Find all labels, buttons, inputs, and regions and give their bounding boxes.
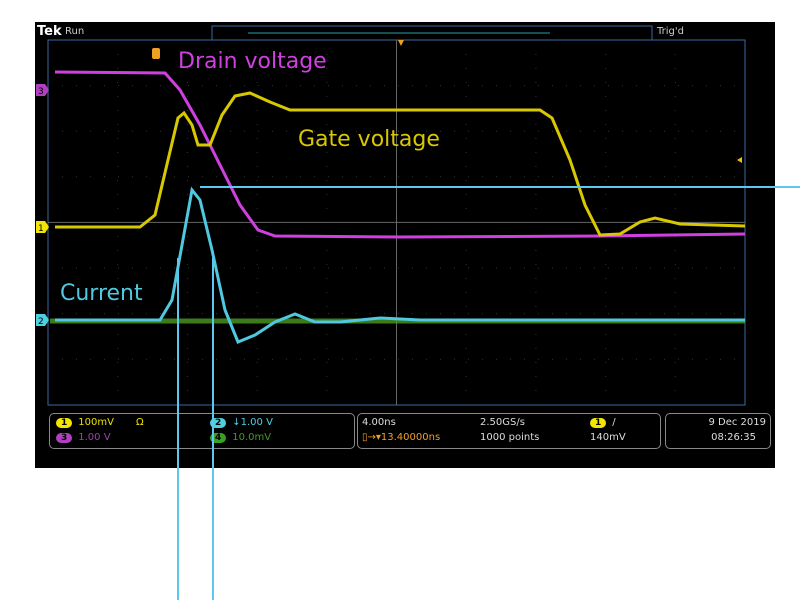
oscilloscope-screen: Tek Run Trig'd 1 100mV Ω 3 1.00 V 2 ↓1.00 V … bbox=[35, 22, 775, 468]
sample-rate: 2.50GS/s bbox=[480, 417, 525, 428]
trigger-position-marker[interactable] bbox=[398, 40, 404, 46]
trigger-delay: 13.40000ns bbox=[380, 432, 441, 443]
datetime-panel: 9 Dec 2019 08:26:35 bbox=[665, 413, 771, 449]
svg-text:2: 2 bbox=[38, 317, 44, 327]
drain-voltage-trace bbox=[54, 70, 746, 239]
trigger-status: Trig'd bbox=[657, 26, 684, 37]
horizontal-trigger-panel[interactable]: 4.00ns ▯→▾13.40000ns 2.50GS/s 1000 point… bbox=[357, 413, 661, 449]
ch1-badge[interactable]: 1 bbox=[56, 418, 73, 428]
ch1-termination: Ω bbox=[135, 417, 144, 428]
ch2-ground-marker[interactable]: 2 bbox=[36, 314, 49, 327]
record-length: 1000 points bbox=[480, 432, 540, 443]
svg-text:1: 1 bbox=[38, 224, 44, 234]
trigger-source-badge[interactable]: 1 bbox=[590, 418, 607, 428]
drain-voltage-label: Drain voltage bbox=[178, 49, 327, 74]
run-state: Run bbox=[65, 26, 85, 37]
date: 9 Dec 2019 bbox=[708, 417, 766, 428]
trigger-level: 140mV bbox=[590, 432, 626, 443]
brand-logo: Tek bbox=[37, 24, 62, 39]
ch4-badge[interactable]: 4 bbox=[210, 433, 227, 443]
ch3-ground-marker[interactable]: 3 bbox=[36, 84, 49, 97]
ch2-badge[interactable]: 2 bbox=[210, 418, 227, 428]
trigger-slope: / bbox=[612, 417, 616, 428]
ch1-scale: 100mV bbox=[78, 417, 114, 428]
ch2-scale: ↓1.00 V bbox=[232, 417, 273, 428]
ch4-scale: 10.0mV bbox=[232, 432, 272, 443]
timebase: 4.00ns bbox=[362, 417, 396, 428]
trigger-marker-icon bbox=[152, 48, 160, 59]
trigger-level-marker[interactable] bbox=[737, 157, 742, 163]
channel-panel[interactable]: 1 100mV Ω 3 1.00 V 2 ↓1.00 V 4 10.0mV bbox=[49, 413, 355, 449]
ch3-scale: 1.00 V bbox=[78, 432, 111, 443]
current-trace bbox=[55, 186, 745, 344]
gate-voltage-label: Gate voltage bbox=[298, 127, 440, 152]
current-label: Current bbox=[60, 281, 143, 306]
time: 08:26:35 bbox=[711, 432, 756, 443]
ch1-ground-marker[interactable]: 1 bbox=[36, 221, 49, 234]
svg-text:3: 3 bbox=[38, 87, 44, 97]
gate-voltage-trace bbox=[55, 91, 746, 237]
ch3-badge[interactable]: 3 bbox=[56, 433, 73, 443]
